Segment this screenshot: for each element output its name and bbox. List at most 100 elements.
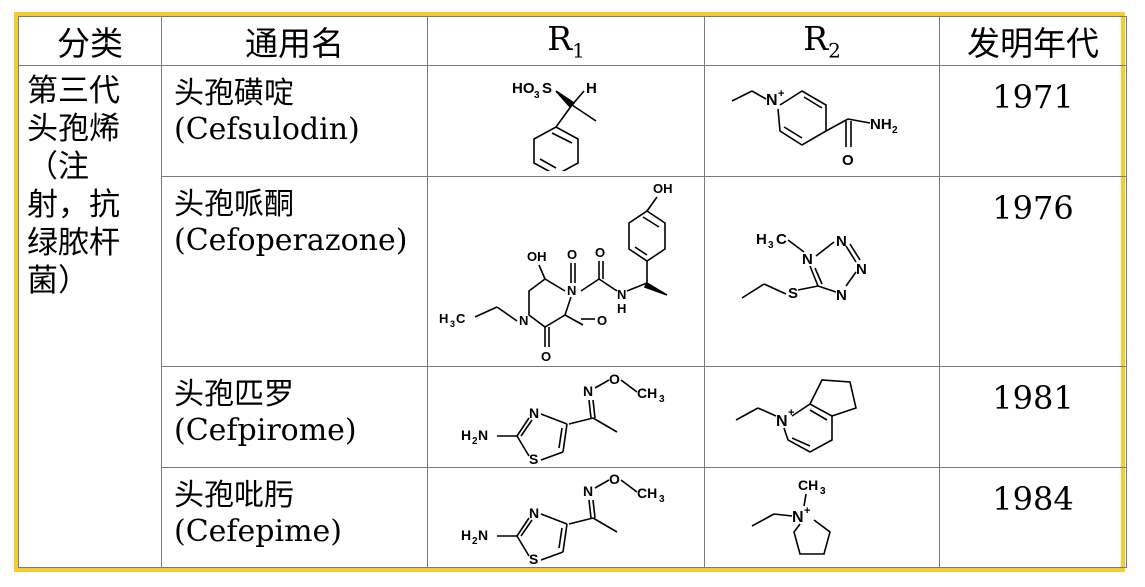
r1-label: N [567, 283, 576, 298]
year-cell: 1981 [939, 366, 1127, 468]
r1-structure-cefsulodin: HO 3 S H [512, 80, 597, 171]
r2-structure-cefoperazone: H 3 C N N N N S [741, 231, 867, 304]
r2-structure-cefepime: CH 3 N + [751, 477, 831, 556]
r1-label: C [456, 311, 466, 326]
header-generic-name: 通用名 [161, 15, 428, 67]
r2-structure-cefsulodin: N + NH 2 O [731, 88, 898, 169]
table-row: 头孢匹罗 (Cefpirome) N O CH 3 N S [19, 366, 1127, 468]
r1-label: O [597, 313, 607, 328]
category-cell: 第三代 头孢烯 （注 射，抗 绿脓杆 菌） [18, 65, 162, 568]
r1-label: OH [527, 249, 547, 264]
r1-label: 3 [534, 90, 540, 101]
name-en: (Cefepime) [174, 513, 342, 549]
header-r1: R1 [427, 15, 705, 67]
r2-structure-cell: N + NH 2 O [704, 65, 940, 177]
r1-label: O [595, 245, 605, 260]
r2-label: 3 [820, 486, 826, 497]
r2-label: 2 [892, 125, 898, 136]
r2-label: N [766, 92, 778, 109]
category-line: （注 [27, 149, 89, 186]
r1-label: N [583, 383, 593, 399]
category-line: 菌） [27, 263, 89, 300]
r1-label: HO [512, 80, 535, 97]
r1-label: O [541, 349, 551, 364]
r2-label: N [836, 287, 847, 304]
r2-label: N [776, 413, 788, 430]
r1-structure-cell: N O CH 3 N S H 2 [427, 466, 705, 569]
category-line: 绿脓杆 [27, 225, 120, 262]
r1-label: 2 [472, 536, 478, 547]
generic-name-cell: 头孢哌酮 (Cefoperazone) [161, 175, 428, 368]
table-row: 头孢哌酮 (Cefoperazone) OH N H O N [19, 175, 1127, 368]
r2-label: H [756, 231, 767, 248]
r1-structure-cefepime: N O CH 3 N S H 2 [461, 471, 665, 566]
r1-label: H [461, 427, 471, 443]
r1-label: 3 [659, 394, 665, 405]
r1-label: CH [637, 485, 657, 501]
year-cell: 1971 [939, 65, 1127, 177]
r1-label: S [529, 451, 538, 466]
r2-label: N [792, 509, 804, 526]
r1-label: N [519, 313, 528, 328]
r1-structure-cell: N O CH 3 N S H 2 [427, 366, 705, 468]
name-en: (Cefpirome) [174, 413, 357, 449]
r2-structure-cell: CH 3 N + [704, 466, 940, 569]
r1-label: H [461, 527, 471, 543]
r1-label: N [617, 287, 626, 302]
r1-structure-cell: HO 3 S H [427, 65, 705, 177]
r2-label: N [856, 261, 867, 278]
r1-label: S [529, 551, 538, 566]
name-en: (Cefsulodin) [174, 112, 360, 148]
r2-label: N [836, 233, 847, 250]
r1-label: 2 [472, 436, 478, 447]
name-cn: 头孢磺啶 [174, 76, 294, 112]
header-year: 发明年代 [939, 15, 1127, 67]
r2-label: NH [870, 116, 892, 133]
category-line: 头孢烯 [27, 111, 120, 148]
r1-structure-cefpirome: N O CH 3 N S H 2 [461, 371, 665, 466]
r1-label: N [478, 427, 488, 443]
name-en: (Cefoperazone) [174, 222, 408, 258]
r1-label: O [567, 247, 577, 262]
name-cn: 头孢吡肟 [174, 477, 294, 513]
r2-structure-cefpirome: N + [735, 379, 857, 453]
generic-name-cell: 头孢磺啶 (Cefsulodin) [161, 65, 428, 177]
r1-label: OH [653, 181, 673, 196]
table-row: 第三代 头孢烯 （注 射，抗 绿脓杆 菌） 头孢磺啶 (Cefsulodin) … [18, 65, 1127, 568]
category-line: 第三代 [27, 73, 120, 110]
name-cn: 头孢匹罗 [174, 377, 294, 413]
r2-label: N [802, 251, 813, 268]
table-row: 头孢吡肟 (Cefepime) N O CH 3 N S [19, 466, 1127, 569]
year-cell: 1984 [939, 466, 1127, 569]
r2-label: O [842, 152, 854, 169]
generic-name-cell: 头孢吡肟 (Cefepime) [161, 466, 428, 569]
r1-label: N [529, 505, 539, 521]
r1-label: CH [637, 385, 657, 401]
r1-label: 3 [450, 319, 455, 329]
header-row: 分类 通用名 R1 R2 发明年代 [18, 15, 1127, 67]
r1-label: 3 [659, 494, 665, 505]
generic-name-cell: 头孢匹罗 (Cefpirome) [161, 366, 428, 468]
table-frame: 分类 通用名 R1 R2 发明年代 第三代 头孢烯 （注 射，抗 绿脓杆 菌） … [14, 12, 1127, 572]
r1-label: N [583, 483, 593, 499]
header-category: 分类 [18, 15, 162, 67]
cephalosporin-table: 分类 通用名 R1 R2 发明年代 第三代 头孢烯 （注 射，抗 绿脓杆 菌） … [18, 15, 1127, 569]
r1-label: H [586, 80, 597, 97]
r2-structure-cell: H 3 C N N N N S [704, 175, 940, 368]
r2-label: S [788, 285, 798, 302]
r2-label: 3 [768, 240, 774, 251]
header-r2: R2 [704, 15, 940, 67]
r2-label: C [776, 231, 787, 248]
r2-structure-cell: N + [704, 366, 940, 468]
r1-label: S [542, 80, 552, 97]
r2-label: + [778, 88, 784, 100]
r1-structure-cell: OH N H O N O OH [427, 175, 705, 368]
r1-structure-cefoperazone: OH N H O N O OH [439, 181, 673, 364]
name-cn: 头孢哌酮 [174, 186, 294, 222]
r2-label: CH [798, 477, 818, 493]
r1-label: N [529, 405, 539, 421]
r2-label: + [804, 505, 810, 517]
category-line: 射，抗 [27, 187, 120, 224]
r1-label: O [609, 471, 620, 487]
r1-label: H [439, 311, 448, 326]
